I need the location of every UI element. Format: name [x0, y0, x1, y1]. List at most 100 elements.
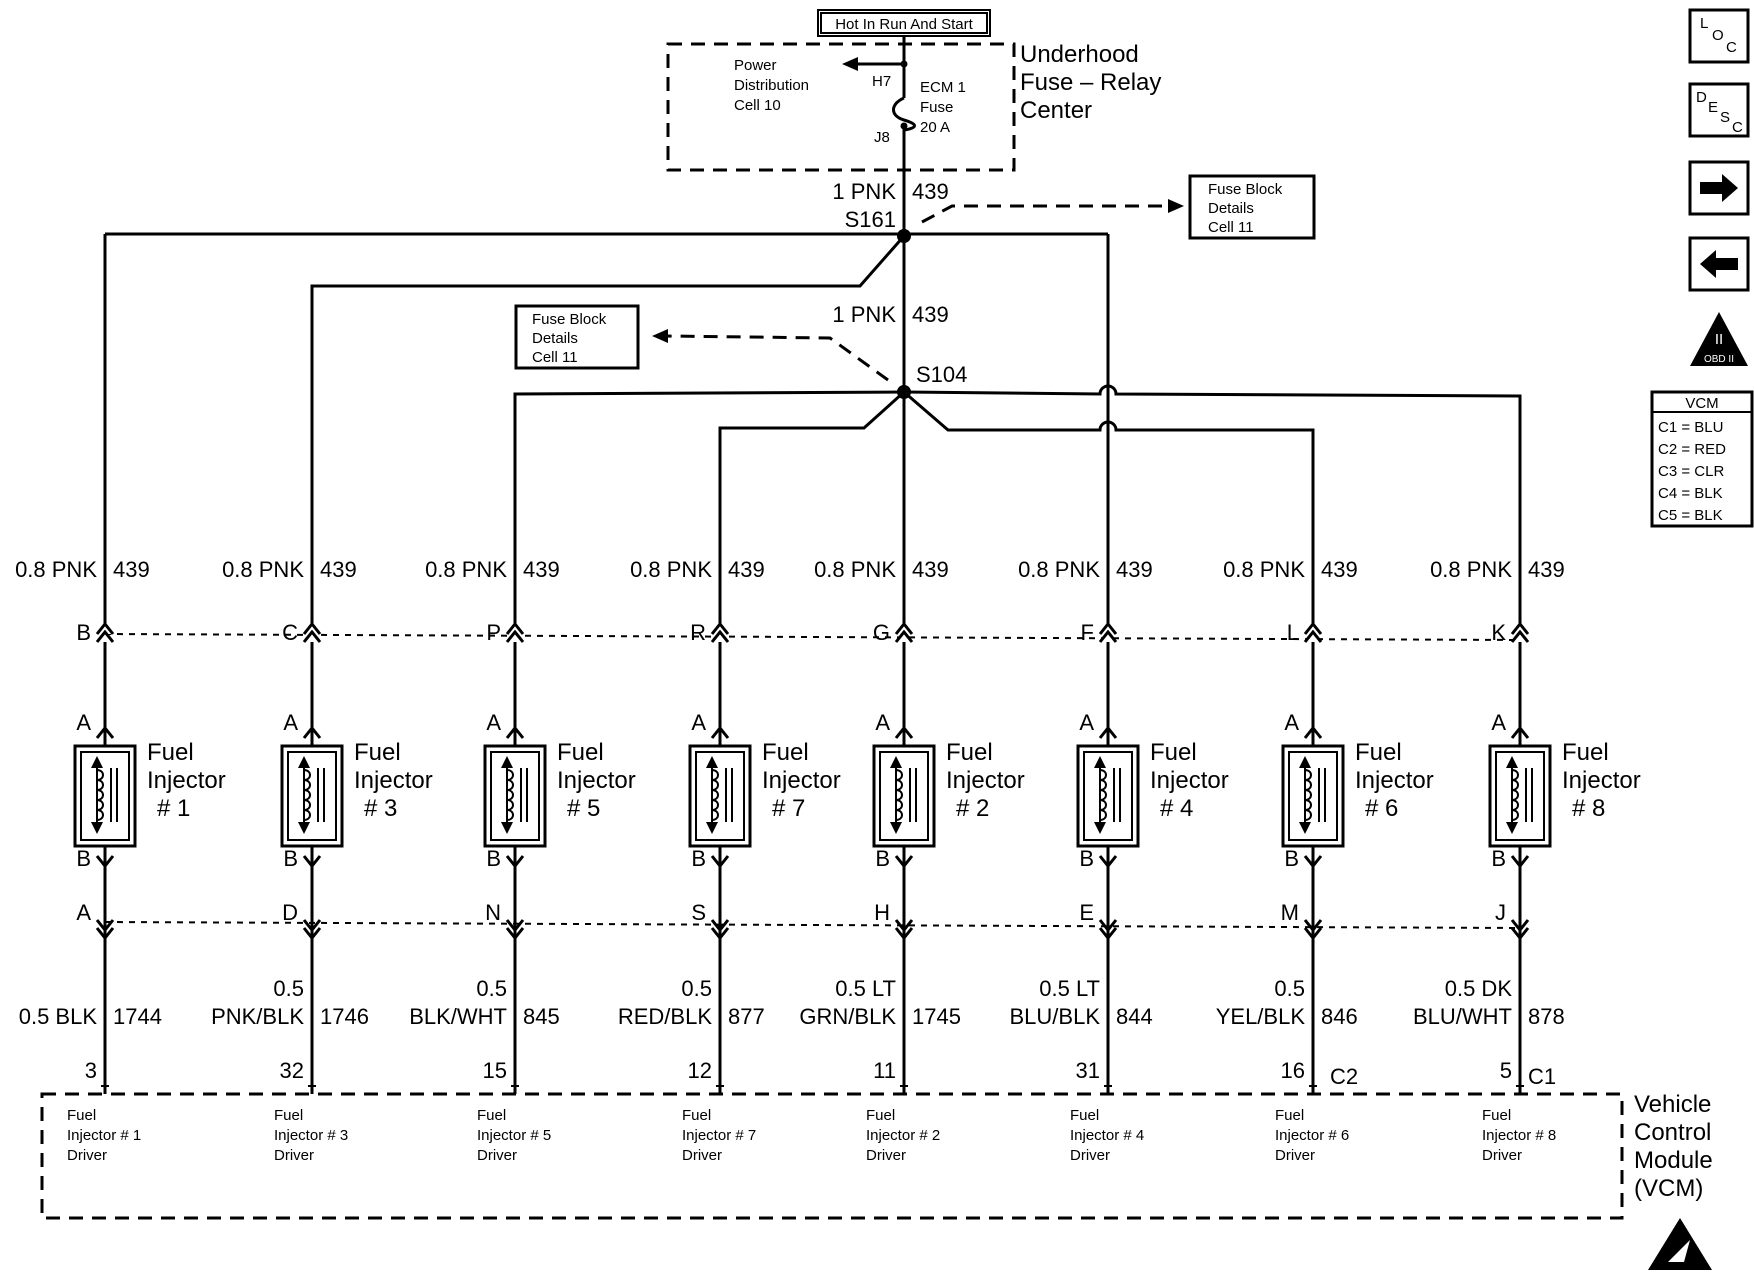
- obd-ii-icon[interactable]: II OBD II: [1690, 312, 1748, 366]
- vcm-connector-c1: C1: [1528, 1064, 1556, 1089]
- bottom-harness-connector-line: [104, 921, 1521, 929]
- arrow-right-icon[interactable]: [1688, 160, 1750, 216]
- injector-name-line3: # 6: [1365, 795, 1398, 822]
- harness-bottom-pin: H: [874, 900, 890, 925]
- driver-wire-size: 0.5 LT: [835, 976, 896, 1001]
- harness-bottom-pin: A: [76, 900, 91, 925]
- driver-wire-circuit: 1746: [320, 1004, 369, 1029]
- vcm-driver-line2: Injector # 4: [1070, 1127, 1144, 1144]
- feed-wire-color: 0.8 PNK: [814, 557, 896, 582]
- vcm-driver-line2: Injector # 3: [274, 1127, 348, 1144]
- harness-top-pin: C: [282, 620, 298, 645]
- feed-wire-color: 0.8 PNK: [1223, 557, 1305, 582]
- fuel-injector-icon: [73, 744, 137, 848]
- harness-top-pin: R: [690, 620, 706, 645]
- harness-bottom-pin: N: [485, 900, 501, 925]
- vcm-legend-row: C1 = BLU: [1658, 419, 1723, 436]
- pdc-title-line1: Underhood: [1020, 41, 1139, 68]
- harness-top-pin: L: [1287, 620, 1299, 645]
- harness-bottom-pin: S: [691, 900, 706, 925]
- arrow-left-icon[interactable]: [1688, 236, 1750, 292]
- injector-pin-b: B: [76, 846, 91, 871]
- fuel-injector-icon: [1076, 744, 1140, 848]
- svg-text:O: O: [1712, 27, 1724, 44]
- location-icon[interactable]: L O C: [1688, 8, 1750, 64]
- fuse-ref2-line3: Cell 11: [532, 349, 578, 366]
- driver-wire-color: 0.5 BLK: [19, 1004, 98, 1029]
- vcm-title-line2: Control: [1634, 1119, 1711, 1146]
- feed-wire-circuit: 439: [1321, 557, 1358, 582]
- vcm-driver-line2: Injector # 1: [67, 1127, 141, 1144]
- injector-pin-a: A: [875, 710, 890, 735]
- vcm-driver-line3: Driver: [1482, 1147, 1522, 1164]
- feed-wire-color: 0.8 PNK: [1018, 557, 1100, 582]
- fuse-block-details-ref-1[interactable]: Fuse Block Details Cell 11: [1188, 174, 1316, 240]
- feed-wire-circuit: 439: [113, 557, 150, 582]
- driver-wire-circuit: 1744: [113, 1004, 162, 1029]
- feed-wire-color: 0.8 PNK: [222, 557, 304, 582]
- driver-wire-size: 0.5: [681, 976, 712, 1001]
- splice-s104: S104: [916, 362, 967, 387]
- hot-in-run-start-text: Hot In Run And Start: [835, 16, 973, 33]
- harness-bottom-pin: M: [1281, 900, 1299, 925]
- vcm-dashed-border: [40, 1092, 1624, 1220]
- driver-wire-circuit: 1745: [912, 1004, 961, 1029]
- injector-name-line3: # 8: [1572, 795, 1605, 822]
- injector-name-line2: Injector: [147, 767, 226, 794]
- pdc-line2: Distribution: [734, 77, 809, 94]
- injector-pin-b: B: [1079, 846, 1094, 871]
- fuel-injector-icon: [280, 744, 344, 848]
- driver-wire-size: 0.5: [1274, 976, 1305, 1001]
- feed-wire-circuit: 439: [320, 557, 357, 582]
- vcm-driver-line3: Driver: [866, 1147, 906, 1164]
- injector-name-line3: # 7: [772, 795, 805, 822]
- vcm-driver-line1: Fuel: [682, 1107, 711, 1124]
- vcm-driver-line3: Driver: [682, 1147, 722, 1164]
- vcm-driver-line1: Fuel: [1482, 1107, 1511, 1124]
- injector-pin-a: A: [76, 710, 91, 735]
- driver-wire-size: 0.5 LT: [1039, 976, 1100, 1001]
- injector-pin-b: B: [486, 846, 501, 871]
- harness-top-pin: B: [76, 620, 91, 645]
- fuel-injector-icon: [1281, 744, 1345, 848]
- injector-name-line1: Fuel: [1355, 739, 1402, 766]
- driver-wire-circuit: 844: [1116, 1004, 1153, 1029]
- harness-top-pin: P: [486, 620, 501, 645]
- vcm-driver-line1: Fuel: [67, 1107, 96, 1124]
- vcm-pin-number: 5: [1500, 1058, 1512, 1083]
- fuel-injector-icon: [688, 744, 752, 848]
- feed-wire-color: 0.8 PNK: [630, 557, 712, 582]
- fuel-injector-icon: [1488, 744, 1552, 848]
- driver-wire-color: BLU/WHT: [1413, 1004, 1512, 1029]
- vehicle-control-module: Vehicle Control Module (VCM) C2 C1: [40, 1064, 1713, 1220]
- injector-name-line2: Injector: [946, 767, 1025, 794]
- feed-wire-circuit: 439: [1116, 557, 1153, 582]
- splice-s161: S161: [845, 207, 896, 232]
- pdc-title-line3: Center: [1020, 97, 1092, 124]
- vcm-legend-title: VCM: [1685, 395, 1718, 412]
- fuse-line3: 20 A: [920, 119, 950, 136]
- fuse-block-details-ref-2[interactable]: Fuse Block Details Cell 11: [514, 304, 640, 370]
- fuse-ref1-line3: Cell 11: [1208, 219, 1254, 236]
- feed-wire2-circuit: 439: [912, 302, 949, 327]
- vcm-driver-line1: Fuel: [274, 1107, 303, 1124]
- pdc-dashed-border: [666, 42, 1016, 172]
- ecm-fuse-symbol: [842, 36, 916, 232]
- svg-text:II: II: [1715, 331, 1723, 348]
- description-icon[interactable]: D E S C: [1688, 82, 1750, 138]
- vcm-connector-c2: C2: [1330, 1064, 1358, 1089]
- injector-pin-a: A: [1491, 710, 1506, 735]
- vcm-driver-line2: Injector # 8: [1482, 1127, 1556, 1144]
- injector-pin-a: A: [1079, 710, 1094, 735]
- vcm-pin-number: 11: [873, 1058, 896, 1083]
- vcm-driver-line1: Fuel: [477, 1107, 506, 1124]
- injector-name-line2: Injector: [1562, 767, 1641, 794]
